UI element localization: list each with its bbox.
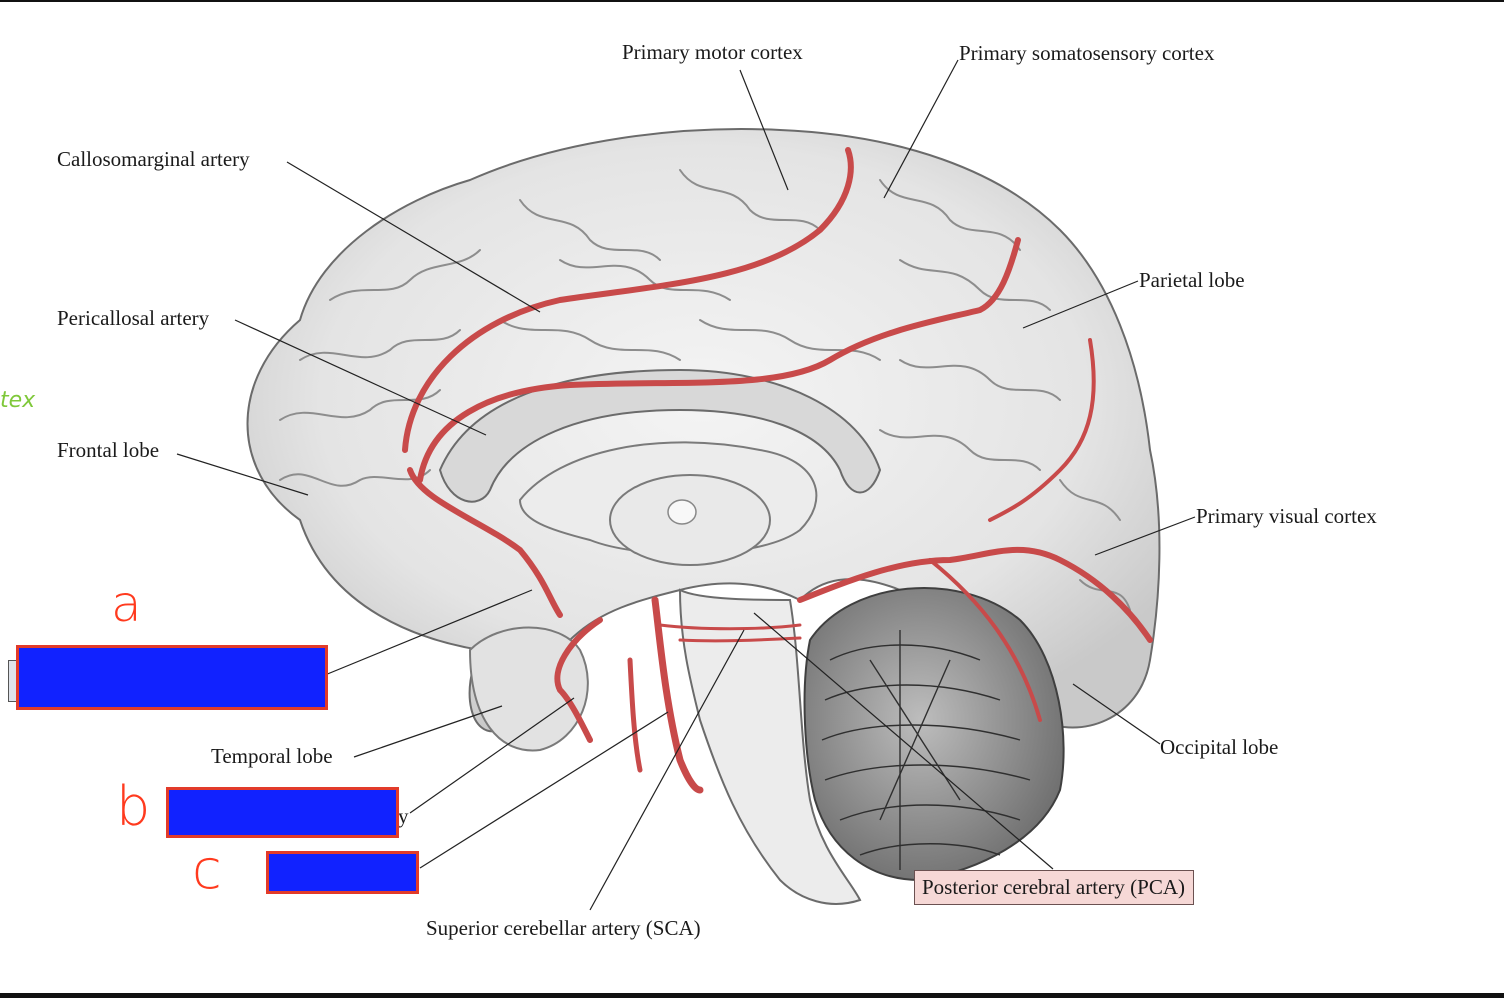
label-occipital-lobe: Occipital lobe <box>1160 735 1279 759</box>
label-posterior-cerebral-artery: Posterior cerebral artery (PCA) <box>914 870 1194 905</box>
label-frontal-lobe: Frontal lobe <box>57 438 160 462</box>
callosomarginal-artery-path <box>402 147 854 453</box>
label-primary-somatosensory-cortex: Primary somatosensory cortex <box>959 41 1215 65</box>
mask-box-b[interactable] <box>166 787 399 838</box>
ring-artery-2 <box>678 636 802 643</box>
label-primary-motor-cortex: Primary motor cortex <box>622 40 803 64</box>
basilar-path-2 <box>627 657 643 773</box>
label-partial-y: y <box>398 804 409 828</box>
occipital-artery <box>988 338 1096 522</box>
label-pericallosal-artery: Pericallosal artery <box>57 306 210 330</box>
interthalamic-adhesion <box>667 499 697 525</box>
arteries <box>402 147 1153 794</box>
sca-path <box>554 617 603 743</box>
handwritten-a: a <box>111 575 142 633</box>
mask-box-c[interactable] <box>266 851 419 894</box>
label-temporal-lobe: Temporal lobe <box>211 744 333 768</box>
bottom-border <box>0 993 1504 998</box>
pericallosal-artery-path <box>417 237 1021 483</box>
pca-branch <box>928 558 1042 722</box>
handwritten-c: c <box>192 838 222 901</box>
mask-box-a[interactable] <box>16 645 328 710</box>
label-superior-cerebellar-artery: Superior cerebellar artery (SCA) <box>426 916 701 940</box>
gyri-texture <box>279 169 1131 611</box>
anterior-artery-trunk <box>407 467 563 618</box>
pca-path <box>797 546 1153 643</box>
handwritten-b: b <box>116 775 151 838</box>
label-callosomarginal-artery: Callosomarginal artery <box>57 147 250 171</box>
corpus-callosum <box>438 368 882 503</box>
basilar-path <box>651 596 704 794</box>
handwritten-green-fragment: tex <box>0 388 36 413</box>
label-parietal-lobe: Parietal lobe <box>1139 268 1245 292</box>
ring-artery <box>658 623 802 631</box>
cerebellum <box>803 587 1065 882</box>
leader-lines <box>176 59 1196 911</box>
label-primary-visual-cortex: Primary visual cortex <box>1196 504 1377 528</box>
brainstem <box>678 588 862 905</box>
top-border <box>0 0 1504 2</box>
